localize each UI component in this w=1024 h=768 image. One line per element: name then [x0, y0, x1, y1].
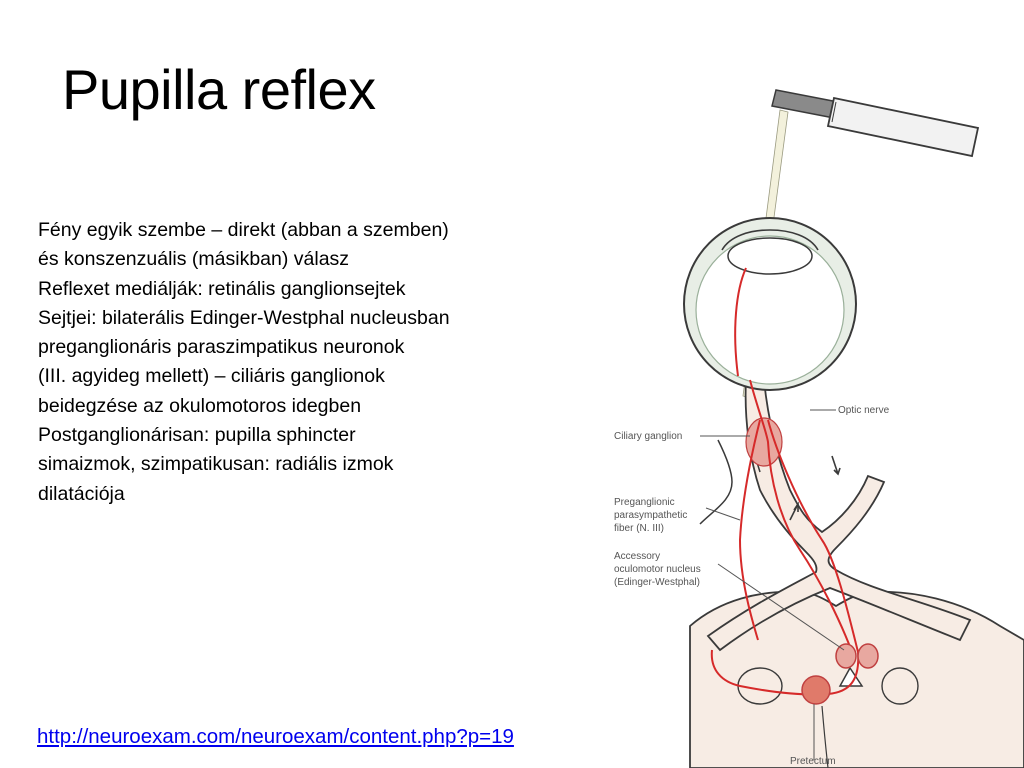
- body-line: simaizmok, szimpatikusan: radiális izmok: [38, 453, 394, 476]
- preganglionic-label-2: parasympathetic: [614, 510, 687, 521]
- accessory-label-1: Accessory: [614, 551, 660, 562]
- red-nucleus-right: [881, 667, 919, 705]
- body-line: (III. agyideg mellett) – ciliáris gangli…: [38, 365, 385, 388]
- optic-nerve-label: Optic nerve: [838, 405, 890, 416]
- body-line: beidegzése az okulomotoros idegben: [38, 394, 362, 417]
- preganglionic-label-1: Preganglionic: [614, 497, 675, 508]
- accessory-label-3: (Edinger-Westphal): [614, 577, 700, 588]
- body-line: és konszenzuális (másikban) válasz: [38, 248, 350, 271]
- body-line: Fény egyik szembe – direkt (abban a szem…: [38, 219, 449, 241]
- arrow-icons: [789, 455, 841, 521]
- slide-title: Pupilla reflex: [62, 58, 376, 121]
- body-line: preganglionáris paraszimpatikus neuronok: [38, 336, 405, 359]
- body-line: Reflexet mediálják: retinális ganglionse…: [38, 277, 406, 300]
- eye: [683, 217, 857, 391]
- label-leaders: [700, 409, 845, 760]
- body-text: Fény egyik szembe – direkt (abban a szem…: [38, 216, 598, 509]
- midline: [821, 705, 829, 768]
- accessory-label-2: oculomotor nucleus: [614, 564, 701, 575]
- diagram-svg: Optic nerve Ciliary ganglion Preganglion…: [614, 89, 1024, 768]
- edinger-westphal-nuclei: [835, 643, 879, 669]
- reflex-pathway: [710, 267, 860, 696]
- body-line: Sejtjei: bilaterális Edinger-Westphal nu…: [38, 306, 450, 329]
- body-line: dilatációja: [38, 482, 125, 505]
- body-line: Postganglionárisan: pupilla sphincter: [38, 424, 356, 447]
- source-link[interactable]: http://neuroexam.com/neuroexam/content.p…: [37, 725, 514, 748]
- pretectum-nucleus: [801, 675, 831, 705]
- ciliary-ganglion-label: Ciliary ganglion: [614, 431, 682, 442]
- ciliary-ganglion: [699, 417, 783, 525]
- penlight-icon: [771, 89, 980, 158]
- pretectum-label: Pretectum: [790, 756, 836, 767]
- pupillary-reflex-diagram: Optic nerve Ciliary ganglion Preganglion…: [600, 80, 1024, 768]
- preganglionic-label-3: fiber (N. III): [614, 523, 664, 534]
